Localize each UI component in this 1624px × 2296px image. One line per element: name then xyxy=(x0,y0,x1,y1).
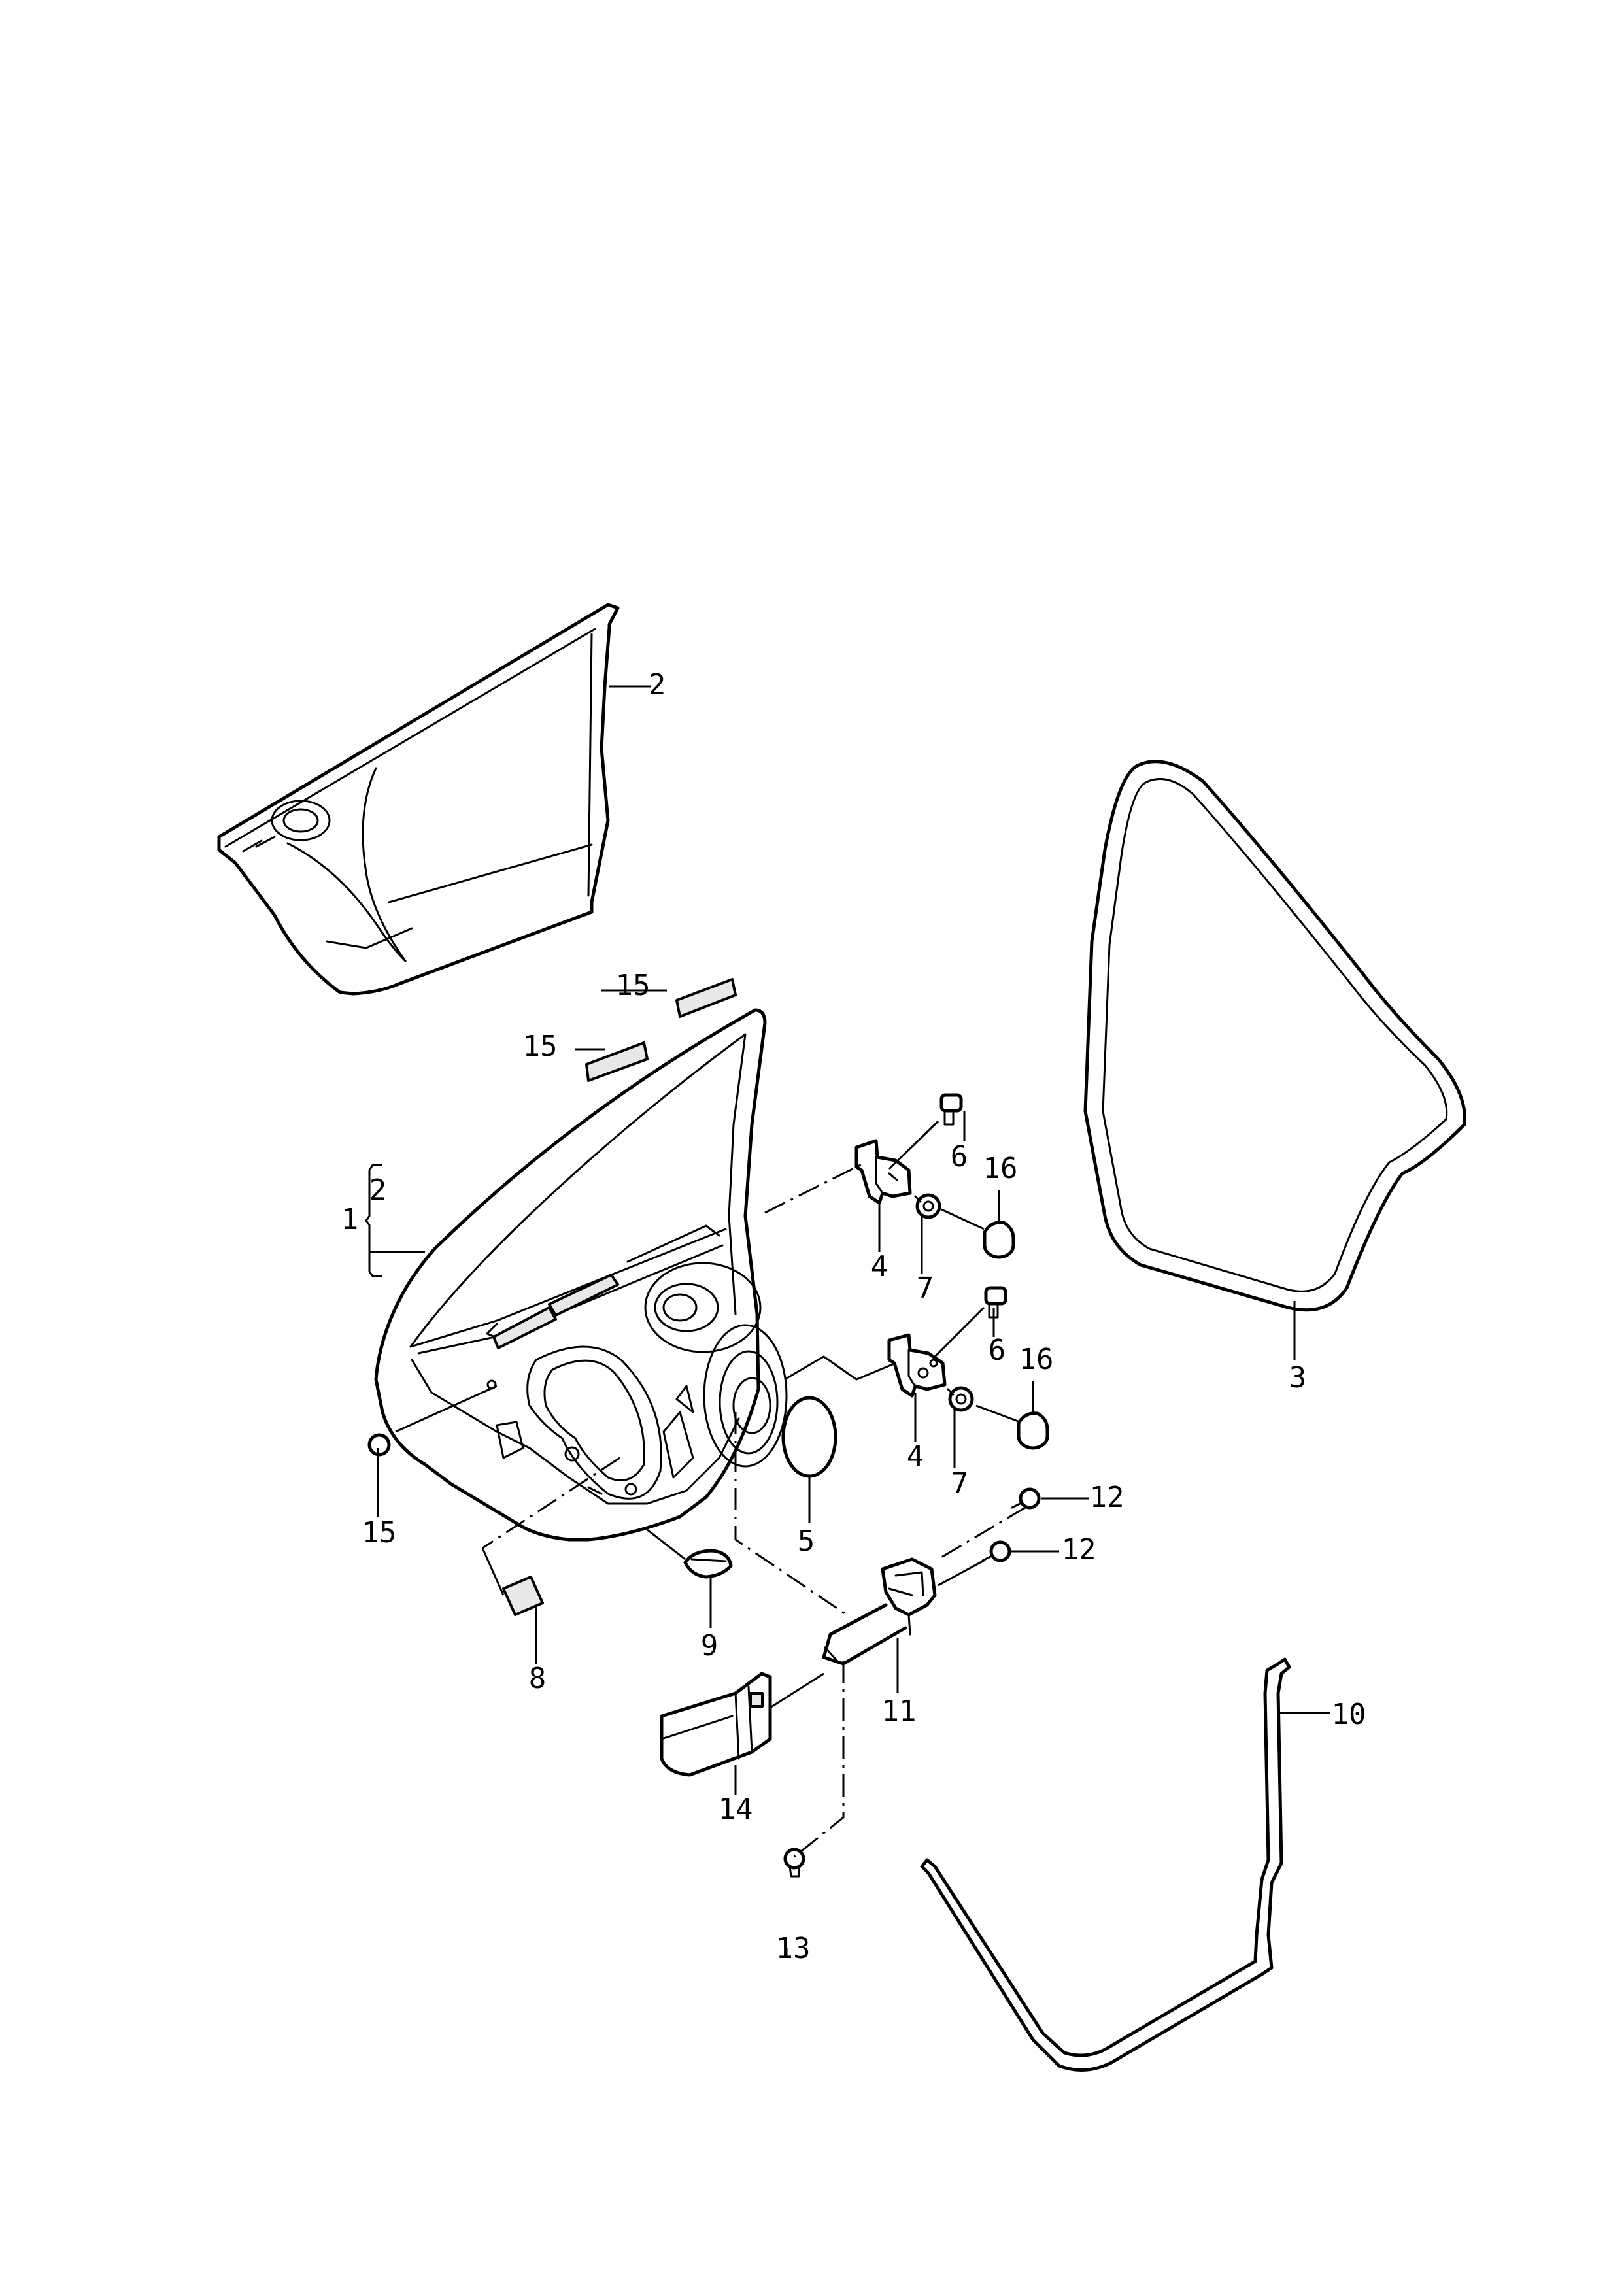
callout-15: 15 xyxy=(616,969,651,1002)
cover-pad xyxy=(502,1576,544,1616)
bolt-12b xyxy=(981,1540,1011,1562)
callout-13: 13 xyxy=(776,1932,811,1965)
callout-15: 15 xyxy=(523,1030,558,1063)
plug xyxy=(367,1433,391,1457)
nut-b xyxy=(947,1386,974,1412)
callout-8: 8 xyxy=(529,1662,547,1695)
callout-4: 4 xyxy=(907,1440,924,1473)
callout-16: 16 xyxy=(1019,1343,1054,1376)
bolt-upper-b xyxy=(984,1286,1007,1319)
cap-b xyxy=(1017,1411,1049,1450)
lower-hinge xyxy=(887,1333,947,1398)
callout-7: 7 xyxy=(917,1272,934,1305)
bolt-13 xyxy=(783,1848,805,1878)
callout-12: 12 xyxy=(1062,1533,1096,1566)
callout-16: 16 xyxy=(983,1152,1018,1185)
door-check-strap xyxy=(822,1557,937,1666)
callout-2: 2 xyxy=(369,1173,387,1207)
door-inner-frame xyxy=(374,1008,788,1542)
nut-a xyxy=(914,1193,941,1219)
handle-housing xyxy=(660,1672,772,1777)
clip xyxy=(683,1549,733,1579)
callout-1: 1 xyxy=(341,1203,359,1236)
cap-a xyxy=(983,1221,1015,1259)
callout-2: 2 xyxy=(649,668,666,701)
callout-5: 5 xyxy=(798,1525,815,1558)
callout-6: 6 xyxy=(951,1140,968,1173)
leader-lines xyxy=(365,685,1330,1958)
callout-11: 11 xyxy=(882,1695,917,1728)
callout-15: 15 xyxy=(362,1516,397,1549)
callout-9: 9 xyxy=(701,1629,719,1663)
callout-labels: 2 15 15 2 1 3 10 16 16 6 6 4 4 7 7 5 12 … xyxy=(341,668,1366,1965)
pad-a xyxy=(585,1041,649,1082)
callout-14: 14 xyxy=(719,1793,753,1826)
callout-4: 4 xyxy=(871,1250,888,1283)
ring-seal xyxy=(781,1396,837,1478)
callout-3: 3 xyxy=(1289,1361,1307,1394)
pad-b xyxy=(675,978,737,1018)
bolt-12a xyxy=(1011,1487,1041,1510)
upper-hinge xyxy=(854,1139,912,1205)
bolt-upper-a xyxy=(939,1093,963,1126)
callout-10: 10 xyxy=(1332,1698,1366,1731)
assembly-guide-lines xyxy=(481,1120,1027,1858)
callout-12: 12 xyxy=(1090,1481,1125,1514)
callout-7: 7 xyxy=(951,1467,969,1500)
callout-6: 6 xyxy=(989,1334,1006,1367)
lower-seal-strip xyxy=(920,1657,1291,2072)
door-seal xyxy=(1083,760,1466,1312)
door-outer-panel xyxy=(217,603,620,996)
